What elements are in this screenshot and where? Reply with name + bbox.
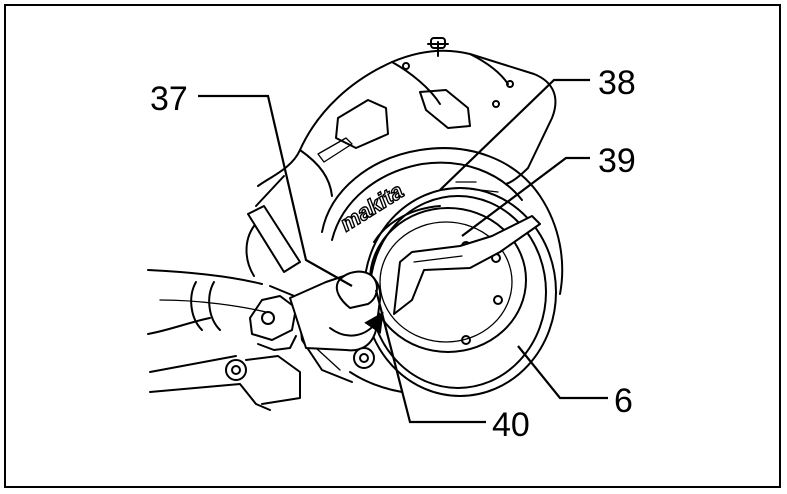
callout-6: 6	[614, 382, 633, 420]
callout-40: 40	[492, 406, 530, 444]
callout-38: 38	[598, 64, 636, 102]
guard-lever	[289, 270, 384, 369]
leader-lines	[198, 78, 608, 424]
saw-head-housing	[245, 37, 557, 277]
callout-39: 39	[598, 142, 636, 180]
figure-frame	[4, 4, 781, 488]
leader-38	[439, 78, 590, 191]
leader-37	[198, 94, 353, 287]
leader-6	[517, 345, 608, 400]
leader-39	[461, 156, 590, 237]
center-plate	[393, 215, 541, 315]
leader-40	[374, 289, 486, 424]
callout-37: 37	[150, 80, 188, 118]
center-cover	[369, 205, 527, 353]
